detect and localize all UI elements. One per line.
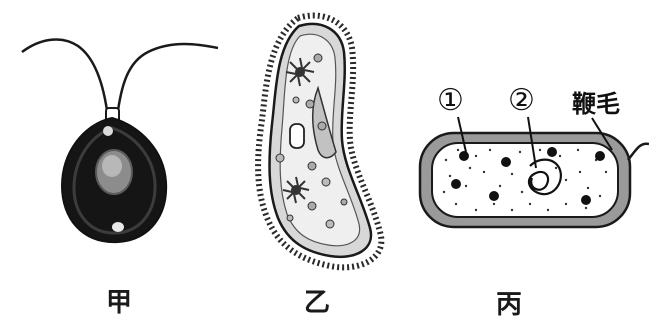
callout-part1: ① (437, 86, 464, 116)
food-vacuole (306, 100, 314, 108)
organism-yi (258, 16, 381, 268)
food-vacuole (308, 202, 316, 210)
callout-flagellum: 鞭毛 (572, 92, 620, 116)
eyespot (103, 126, 113, 136)
flagellum-right (117, 44, 218, 118)
food-vacuole (326, 220, 334, 228)
food-vacuole (322, 178, 330, 186)
nucleus-inner (102, 155, 122, 177)
food-vacuole (341, 199, 347, 205)
granule-jia (112, 222, 124, 232)
caption-yi: 乙 (304, 290, 330, 316)
organism-bing (420, 117, 649, 227)
callout-part2: ② (508, 86, 535, 116)
caption-jia: 甲 (106, 290, 132, 316)
flagellum-left (22, 39, 108, 118)
organism-jia (22, 39, 218, 242)
flagellum-bing (628, 144, 649, 160)
macronucleus (290, 124, 304, 148)
food-vacuole (287, 215, 293, 221)
caption-bing: 丙 (496, 292, 522, 318)
food-vacuole (293, 97, 299, 103)
food-vacuole (276, 154, 284, 162)
food-vacuole (318, 122, 326, 130)
food-vacuole (314, 54, 322, 62)
contractile-vacuole-top (286, 58, 314, 86)
food-vacuole (308, 162, 316, 170)
